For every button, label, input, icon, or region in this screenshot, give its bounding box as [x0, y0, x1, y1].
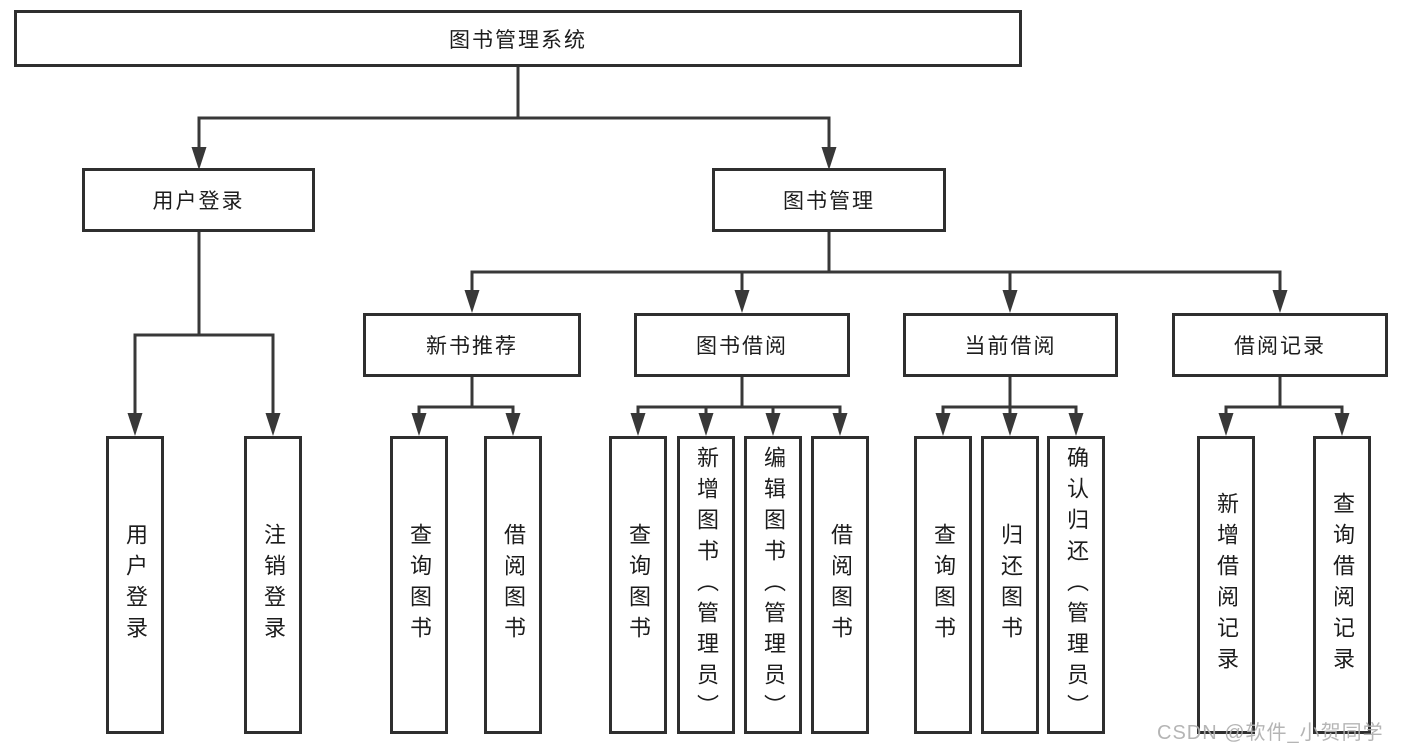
- leaf-query-books-recommend: 查询图书: [390, 436, 448, 734]
- leaf-confirm-return-admin: 确认归还（管理员）: [1047, 436, 1105, 734]
- node-book-borrowing: 图书借阅: [634, 313, 850, 377]
- node-book-management-branch: 图书管理: [712, 168, 946, 232]
- leaf-add-books-admin: 新增图书（管理员）: [677, 436, 735, 734]
- node-current-borrowing: 当前借阅: [903, 313, 1118, 377]
- leaf-edit-books-admin: 编辑图书（管理员）: [744, 436, 802, 734]
- leaf-add-borrow-record: 新增借阅记录: [1197, 436, 1255, 734]
- node-library-system: 图书管理系统: [14, 10, 1022, 67]
- leaf-query-books-borrowing: 查询图书: [609, 436, 667, 734]
- leaf-return-books: 归还图书: [981, 436, 1039, 734]
- leaf-borrow-books-recommend: 借阅图书: [484, 436, 542, 734]
- csdn-watermark: CSDN @软件_小贺同学: [1157, 722, 1384, 744]
- leaf-query-borrow-record: 查询借阅记录: [1313, 436, 1371, 734]
- node-user-login-branch: 用户登录: [82, 168, 315, 232]
- leaf-query-books-current: 查询图书: [914, 436, 972, 734]
- leaf-borrow-books: 借阅图书: [811, 436, 869, 734]
- node-new-book-recommend: 新书推荐: [363, 313, 581, 377]
- leaf-logout: 注销登录: [244, 436, 302, 734]
- node-borrow-records: 借阅记录: [1172, 313, 1388, 377]
- leaf-user-login: 用户登录: [106, 436, 164, 734]
